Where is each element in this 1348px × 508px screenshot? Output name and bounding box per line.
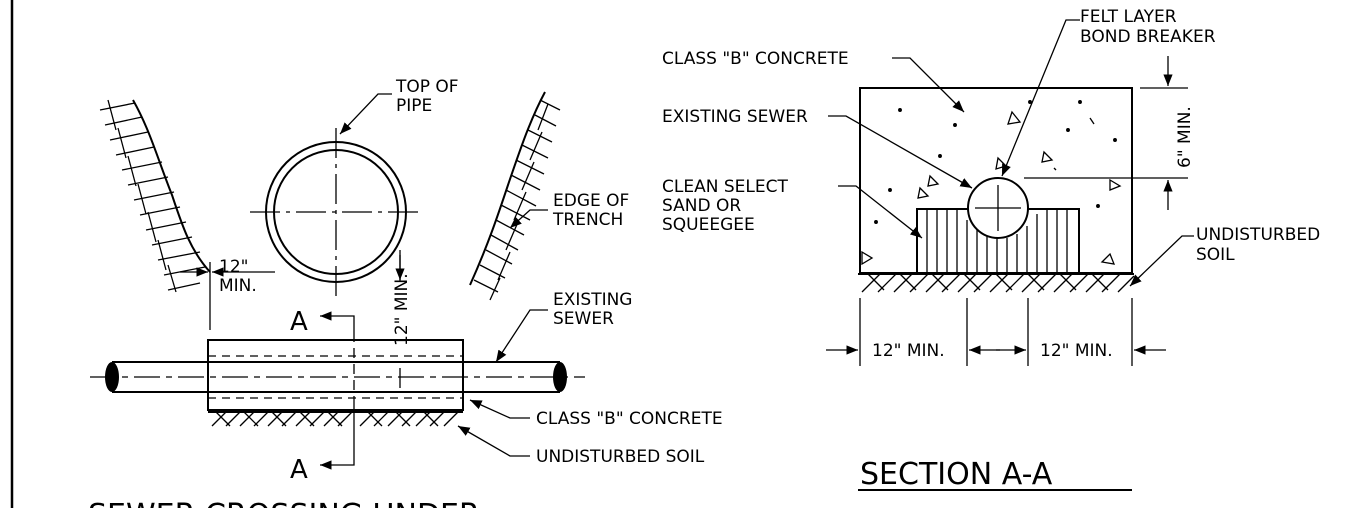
soil-label-left: UNDISTURBED SOIL	[536, 447, 705, 467]
concrete-leader-left	[469, 399, 530, 419]
crossing-pipe-circle	[250, 128, 420, 296]
right-trench-edge	[469, 91, 561, 301]
section-mark-top-arrow	[320, 311, 355, 332]
edge-of-trench-label-line2: TRENCH	[552, 210, 623, 230]
soil-leader-left	[457, 425, 530, 457]
concrete-aggregate-marks	[861, 100, 1122, 266]
edge-of-trench-label-line1: EDGE OF	[553, 191, 629, 211]
top-of-pipe-label-line1: TOP OF	[395, 77, 459, 97]
cover-dimension-label: 6" MIN.	[1175, 106, 1195, 168]
existing-sewer-pipe-elevation	[90, 355, 585, 399]
section-mark-bottom: A	[290, 455, 308, 485]
top-of-pipe-label-line2: PIPE	[396, 96, 432, 116]
section-mark-top: A	[290, 307, 308, 337]
soil-leader-right	[1129, 235, 1194, 287]
sand-leader	[838, 185, 923, 239]
concrete-leader-right	[892, 57, 965, 113]
existing-sewer-label-line2: SEWER	[553, 309, 614, 329]
sand-label-line2: SAND OR	[662, 196, 741, 216]
sand-label-line3: SQUEEGEE	[662, 215, 755, 235]
concrete-encasement-elevation	[207, 339, 464, 411]
felt-layer-label-line2: BOND BREAKER	[1080, 27, 1216, 47]
side-clearance-dimension	[180, 250, 405, 330]
concrete-label-right: CLASS "B" CONCRETE	[662, 49, 849, 69]
existing-sewer-leader	[495, 309, 548, 363]
existing-sewer-label-line1: EXISTING	[553, 290, 632, 310]
soil-label-right-line2: SOIL	[1196, 245, 1235, 265]
sand-label-line1: CLEAN SELECT	[662, 177, 788, 197]
edge-of-trench-leader	[509, 209, 548, 229]
soil-label-right-line1: UNDISTURBED	[1196, 225, 1320, 245]
dimension-left-label: 12" MIN.	[872, 341, 945, 361]
top-of-pipe-leader	[339, 93, 392, 135]
felt-layer-leader	[1001, 19, 1080, 177]
width-dimensions	[826, 298, 1166, 366]
side-clearance-label-line1: 12"	[219, 257, 248, 277]
cover-dimension	[1024, 56, 1188, 210]
concrete-label-left: CLASS "B" CONCRETE	[536, 409, 723, 429]
side-clearance-label-line2: MIN.	[219, 276, 257, 296]
undisturbed-soil-hatch-left	[208, 411, 463, 427]
existing-sewer-leader-right	[828, 115, 973, 189]
existing-sewer-section	[967, 177, 1029, 239]
section-mark-bottom-arrow	[320, 402, 355, 470]
undisturbed-soil-hatch-right	[858, 273, 1135, 293]
left-view-title: SEWER CROSSING UNDER	[88, 498, 480, 508]
felt-layer-label-line1: FELT LAYER	[1080, 7, 1177, 27]
section-title: SECTION A-A	[860, 457, 1053, 492]
vertical-clearance-label: 12" MIN.	[392, 273, 412, 346]
existing-sewer-label-right: EXISTING SEWER	[662, 107, 808, 127]
dimension-right-label: 12" MIN.	[1040, 341, 1113, 361]
left-trench-edge	[99, 99, 211, 293]
